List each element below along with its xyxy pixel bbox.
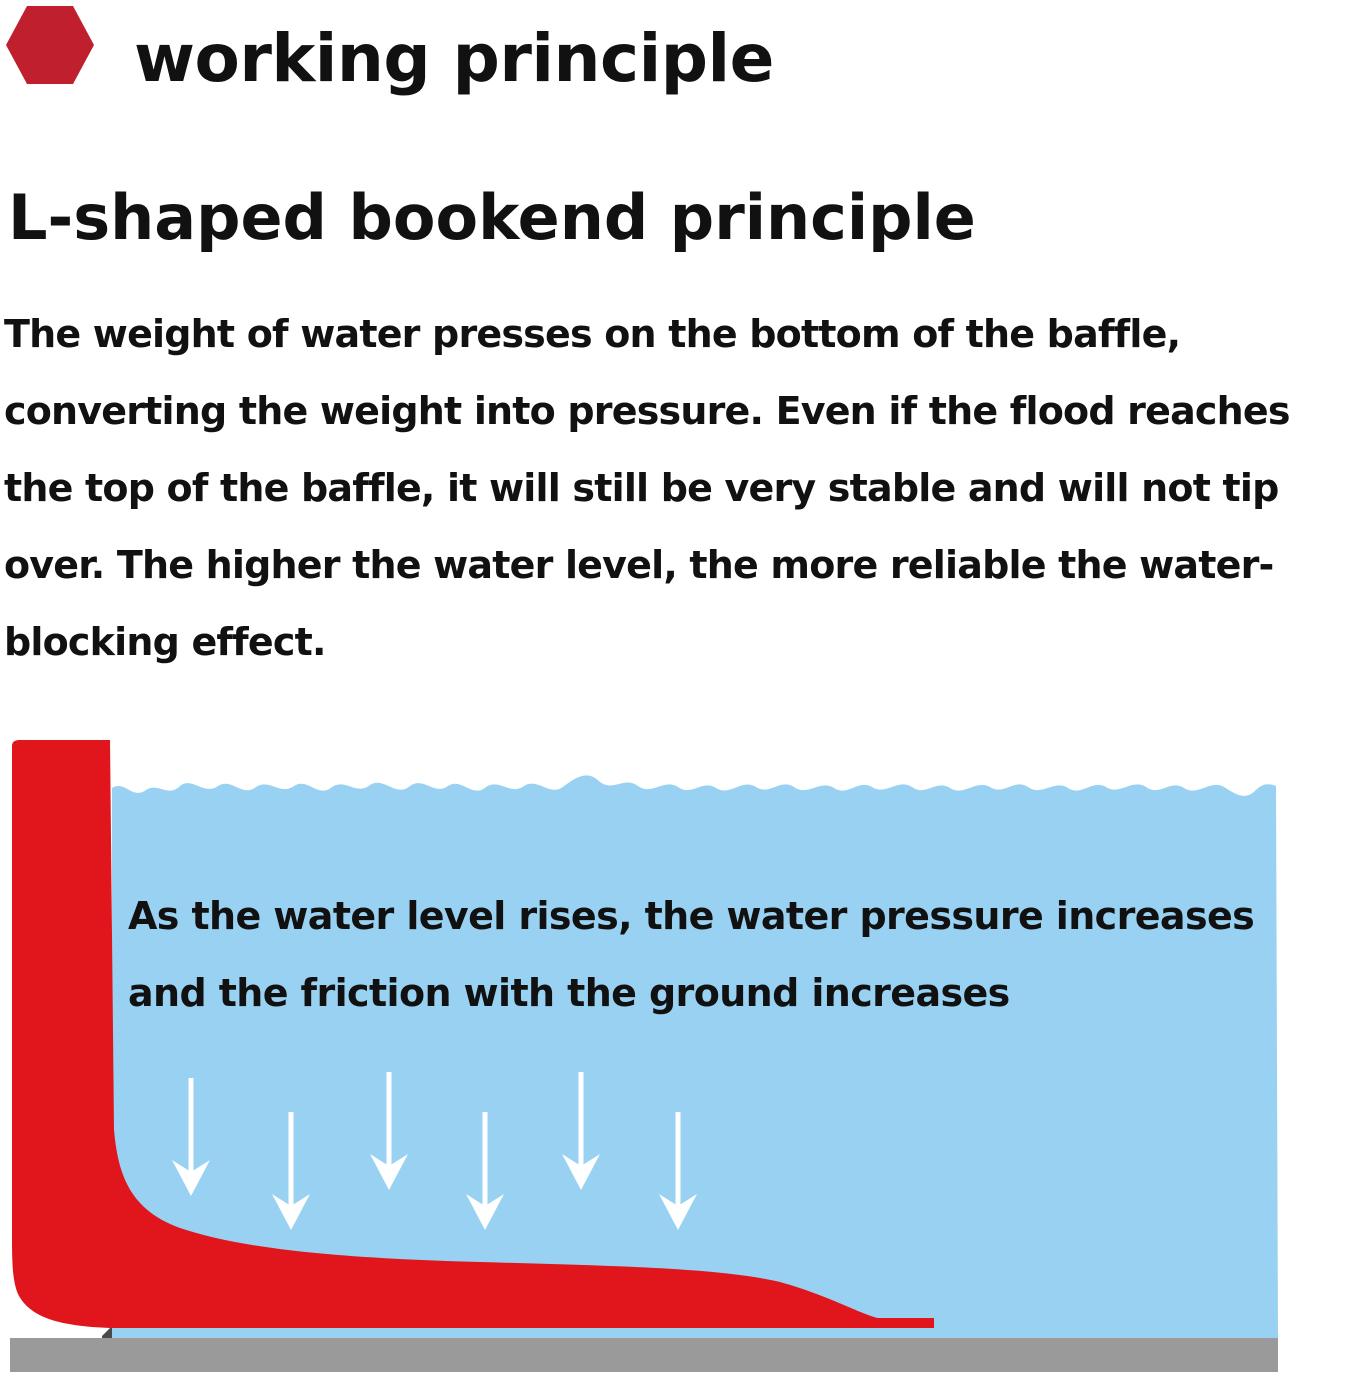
downward-arrow-icon	[370, 1072, 408, 1190]
water-body	[112, 775, 1278, 1338]
diagram-caption: As the water level rises, the water pres…	[128, 894, 1255, 1015]
pressure-arrows	[172, 1072, 697, 1230]
description-text: The weight of water presses on the botto…	[4, 312, 1291, 664]
l-shaped-baffle	[12, 740, 934, 1328]
hexagon-bullet-icon	[6, 6, 94, 84]
downward-arrow-icon	[562, 1072, 600, 1190]
downward-arrow-icon	[466, 1112, 504, 1230]
hexagon-shape	[6, 6, 94, 84]
section-subtitle: L-shaped bookend principle	[8, 181, 976, 254]
page-title: working principle	[134, 20, 774, 97]
downward-arrow-icon	[172, 1078, 210, 1196]
downward-arrow-icon	[659, 1112, 697, 1230]
bookend-diagram	[10, 740, 1278, 1372]
downward-arrow-icon	[272, 1112, 310, 1230]
header: working principle	[0, 0, 1371, 120]
ground	[10, 1338, 1278, 1372]
